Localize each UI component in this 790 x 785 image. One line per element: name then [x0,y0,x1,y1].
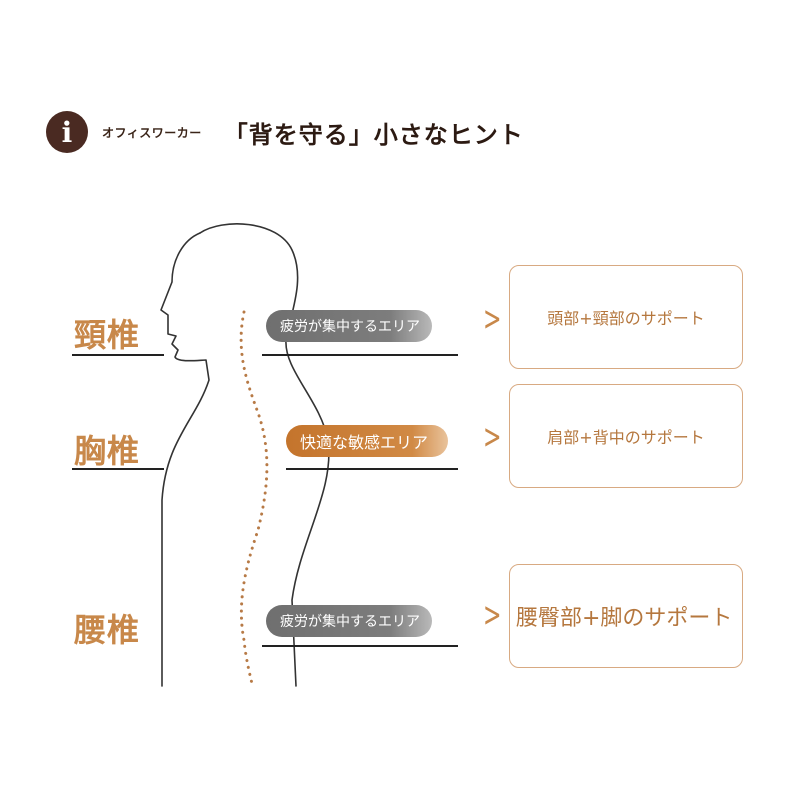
pointer-line-lumbar [262,645,458,647]
label-thoracic-spine: 胸椎 [74,432,141,470]
page-title: 「背を守る」小さなヒント [223,120,524,149]
label-underline-cervical [72,354,164,356]
label-underline-thoracic [72,468,164,470]
header-subtitle: オフィスワーカー [102,125,202,140]
pill-comfort-sensitive-area: 快適な敏感エリア [286,425,448,457]
pill-fatigue-area-cervical: 疲労が集中するエリア [266,310,432,342]
body-outline-back [199,223,330,687]
chevron-right-icon: > [482,595,502,635]
chevron-right-icon: > [482,299,502,339]
spine-dotted-line [239,310,269,690]
chevron-right-icon: > [482,417,502,457]
support-box-head-neck: 頭部+頸部のサポート [509,265,743,369]
header: i オフィスワーカー 「背を守る」小さなヒント [46,110,524,154]
body-outline-front [160,232,210,687]
pill-fatigue-area-lumbar: 疲労が集中するエリア [266,605,432,637]
pointer-line-cervical [262,354,458,356]
label-cervical-spine: 頸椎 [74,316,141,354]
support-box-waist-leg: 腰臀部+脚のサポート [509,564,743,668]
label-lumbar-spine: 腰椎 [74,611,141,649]
pointer-line-thoracic [286,468,458,470]
support-box-shoulder-back: 肩部+背中のサポート [509,384,743,488]
info-icon: i [46,111,88,153]
